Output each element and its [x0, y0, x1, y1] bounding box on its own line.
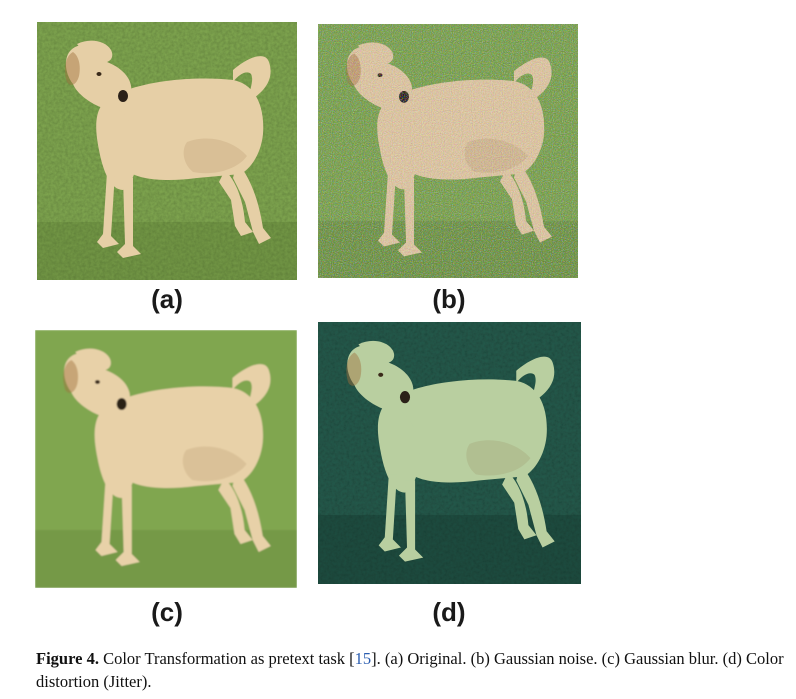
figure-number: Figure 4. — [36, 649, 99, 668]
figure-caption: Figure 4. Color Transformation as pretex… — [36, 647, 786, 693]
caption-text-after-ref: ]. (a) Original. (b) Gaussian noise. (c)… — [36, 649, 784, 691]
panel-d-color-jitter-image — [318, 322, 581, 584]
panel-c-label: (c) — [151, 597, 183, 627]
citation-link[interactable]: 15 — [354, 649, 372, 668]
panel-a-label: (a) — [151, 284, 183, 314]
dog-photo-icon — [318, 322, 581, 584]
dog-photo-icon — [37, 22, 297, 280]
panel-c-gaussian-blur-image — [35, 330, 297, 588]
caption-text-before-ref: Color Transformation as pretext task [ — [103, 649, 355, 668]
panel-d-label: (d) — [432, 597, 466, 627]
panel-b-gaussian-noise-image — [318, 24, 578, 278]
dog-photo-icon — [318, 24, 578, 278]
panel-a-original-image — [37, 22, 297, 280]
dog-photo-icon — [35, 330, 297, 588]
panel-b-label: (b) — [432, 284, 466, 314]
